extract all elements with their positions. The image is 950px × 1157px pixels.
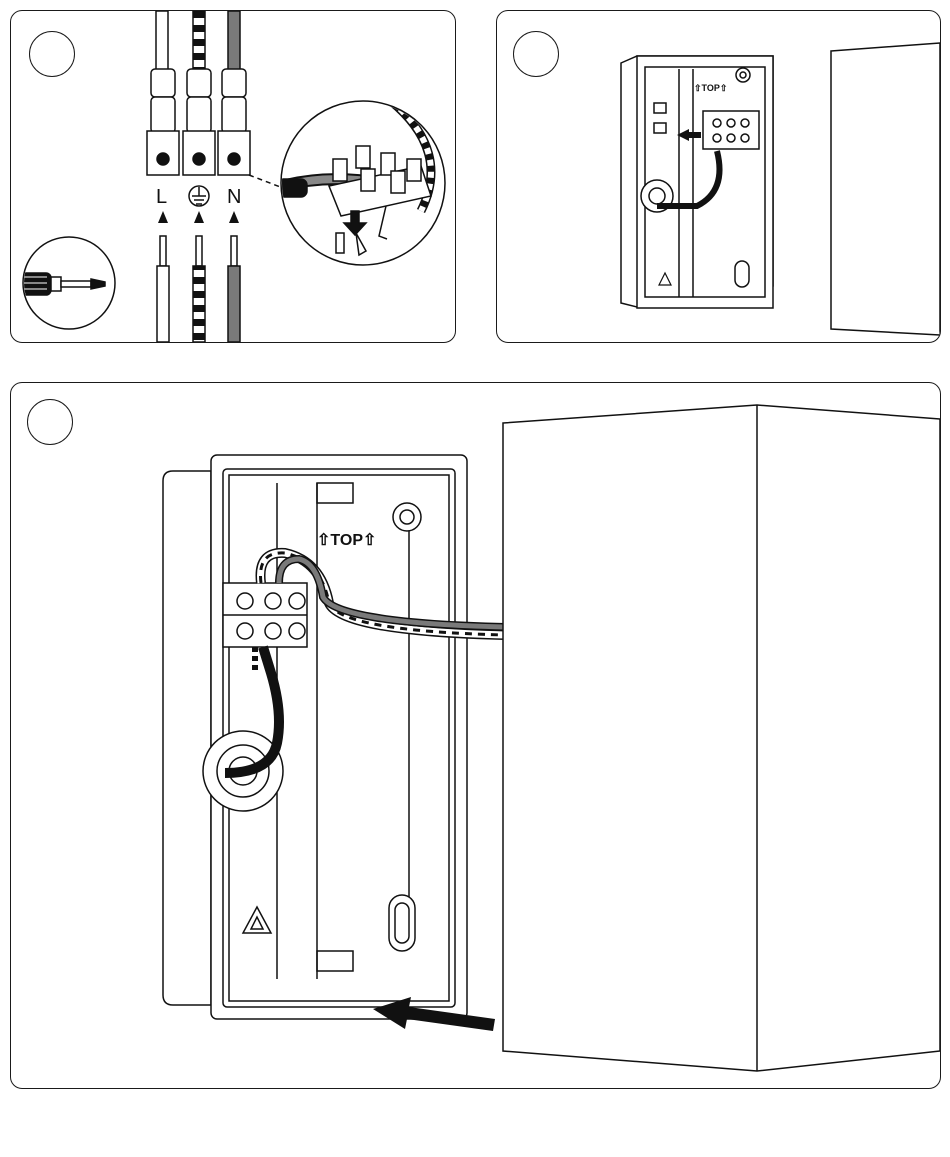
earth-ground-icon bbox=[189, 186, 209, 206]
terminal-earth bbox=[183, 69, 215, 175]
terminal-detail-zoom bbox=[277, 101, 445, 265]
step-1-panel: L N bbox=[10, 10, 456, 343]
step-3-panel: ⇧TOP⇧ bbox=[10, 382, 941, 1089]
mounting-box-back bbox=[163, 471, 211, 1005]
terminal-live bbox=[147, 69, 179, 175]
terminal-neutral bbox=[218, 69, 250, 175]
mounting-box-small-illustration: ⇧TOP⇧ bbox=[497, 11, 940, 342]
stripped-wires bbox=[157, 236, 240, 342]
cover-plate bbox=[503, 405, 940, 1071]
incoming-wires bbox=[156, 11, 240, 73]
terminal-label-live: L bbox=[156, 186, 167, 208]
top-orientation-label: ⇧TOP⇧ bbox=[317, 532, 376, 549]
screwdriver-icon bbox=[11, 237, 115, 329]
cover-plate bbox=[831, 43, 940, 335]
insert-arrows bbox=[158, 211, 239, 223]
terminal-label-neutral: N bbox=[227, 186, 241, 208]
top-orientation-label: ⇧TOP⇧ bbox=[694, 83, 727, 93]
mounting-box-large-illustration: ⇧TOP⇧ bbox=[11, 383, 940, 1088]
step-2-panel: ⇧TOP⇧ bbox=[496, 10, 941, 343]
terminal-wiring-illustration: L N bbox=[11, 11, 455, 342]
terminal-block bbox=[147, 69, 250, 175]
